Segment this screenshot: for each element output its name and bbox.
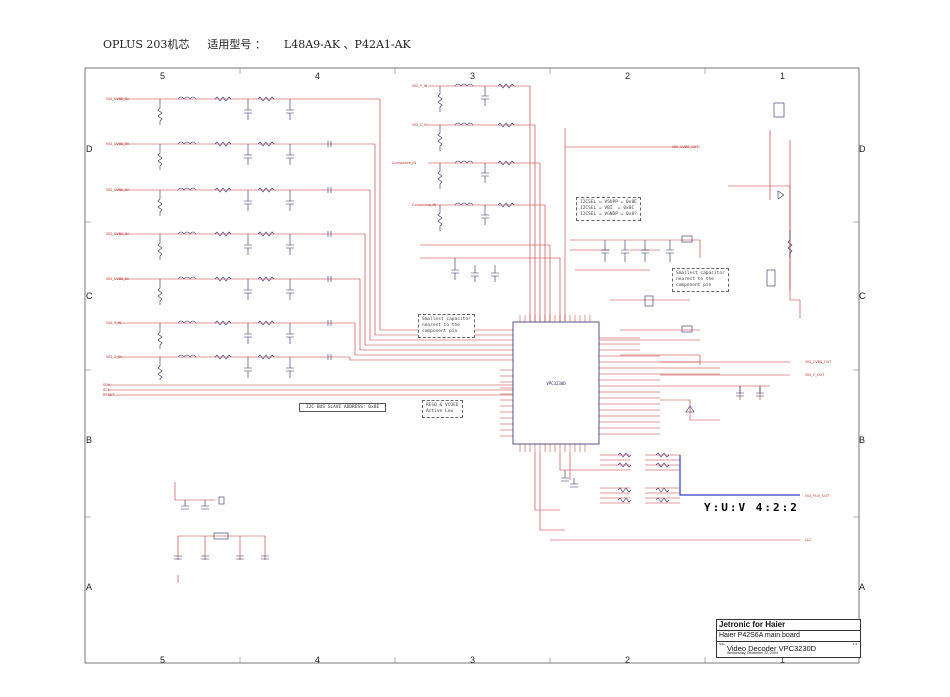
svg-text:VID_CVBS_IN: VID_CVBS_IN [106, 232, 129, 236]
zone-col-2-top: 2 [625, 71, 631, 81]
svg-text:VID_CVBS_IN: VID_CVBS_IN [106, 142, 129, 146]
rev-value: 1.3 [852, 642, 857, 646]
i2c-select-note: I2CSEL = VSUPP = 0x8E I2CSEL = VBI = 0x8… [576, 197, 641, 221]
zone-row-d-right: D [859, 144, 866, 154]
applicable-label: 适用型号 ： [207, 38, 266, 51]
svg-text:LLC: LLC [805, 538, 812, 542]
zone-col-5-bottom: 5 [160, 655, 166, 665]
reset-note: RESQ & VCOEO Active Low [422, 400, 463, 418]
zone-col-4-top: 4 [315, 71, 321, 81]
input-channels [108, 98, 515, 396]
sheet-border [84, 67, 860, 664]
svg-text:RESET: RESET [103, 393, 115, 397]
capacitor-note-right: Smallest capacitor nearest to the compon… [672, 268, 729, 292]
zone-col-3-bottom: 3 [470, 655, 476, 665]
svg-text:VID_CVBS_IN: VID_CVBS_IN [106, 188, 129, 192]
title-block: Jetronic for Haier Haier P42S6A main boa… [716, 619, 861, 658]
zone-ticks [85, 68, 859, 663]
zone-row-a-right: A [859, 582, 866, 592]
svg-text:Composite_IN: Composite_IN [392, 161, 416, 165]
date-value: Wednesday, December 22, 2004 [727, 651, 778, 655]
ic-label: VPC3230D [546, 381, 566, 386]
ic-pins [500, 315, 720, 452]
zone-row-c-left: C [86, 291, 93, 301]
zone-col-5-top: 5 [160, 71, 166, 81]
power-section [174, 482, 266, 583]
model-label: OPLUS 203机芯 [103, 38, 190, 51]
zone-col-1-top: 1 [780, 71, 786, 81]
project-name: Haier P42S6A main board [719, 632, 800, 639]
svg-text:VID_C_IN: VID_C_IN [412, 123, 428, 127]
svg-text:VID_Y_IN: VID_Y_IN [106, 321, 122, 325]
svg-text:VID_CVBS_OUT: VID_CVBS_OUT [805, 360, 832, 364]
yuv-format-label: Y:U:V 4:2:2 [704, 501, 799, 514]
svg-text:VID_C_IN: VID_C_IN [106, 355, 122, 359]
svg-text:VID_Y_IN: VID_Y_IN [412, 84, 428, 88]
zone-row-b-right: B [859, 435, 866, 445]
zone-row-c-right: C [859, 291, 866, 301]
wire-tags: VID_CVBS_IN VID_CVBS_IN VID_CVBS_IN VID_… [103, 84, 832, 542]
yuv-bus [679, 455, 800, 496]
zone-col-4-bottom: 4 [315, 655, 321, 665]
zone-col-2-bottom: 2 [625, 655, 631, 665]
channel-components [157, 96, 332, 380]
zone-col-1-bottom: 1 [780, 655, 786, 665]
top-inputs [420, 85, 566, 322]
svg-text:VID_CVBS_IN: VID_CVBS_IN [106, 277, 129, 281]
models-label: L48A9-AK 、P42A1-AK [283, 38, 411, 51]
svg-text:Composite_IN: Composite_IN [412, 203, 436, 207]
svg-text:VID_CVBS_OUT: VID_CVBS_OUT [672, 145, 699, 149]
zone-row-b-left: B [86, 435, 93, 445]
svg-text:VID_YUV_OUT: VID_YUV_OUT [805, 494, 830, 498]
sheet-title: Video Decoder VPC3230D [727, 644, 817, 653]
svg-text:SDA: SDA [103, 383, 111, 387]
right-parts [561, 102, 793, 503]
svg-text:SCL: SCL [103, 388, 110, 392]
top-input-parts [437, 83, 515, 282]
zone-col-3-top: 3 [470, 71, 476, 81]
i2c-address-note: I2C BUS SLAVE ADDRESS: 0x8E [299, 403, 387, 412]
svg-text:VID_Y_OUT: VID_Y_OUT [805, 373, 825, 377]
zone-row-a-left: A [86, 582, 93, 592]
svg-text:VID_CVBS_IN: VID_CVBS_IN [106, 97, 129, 101]
zone-row-d-left: D [86, 144, 93, 154]
header: OPLUS 203机芯 适用型号 ： L48A9-AK 、P42A1-AK [103, 36, 429, 52]
power-parts [174, 496, 269, 560]
company-name: Jetronic for Haier [719, 620, 786, 629]
size-label: Size [719, 642, 725, 646]
capacitor-note-left: Smallest capacitor nearest to the compon… [418, 314, 475, 338]
decoder-ic [512, 321, 600, 445]
